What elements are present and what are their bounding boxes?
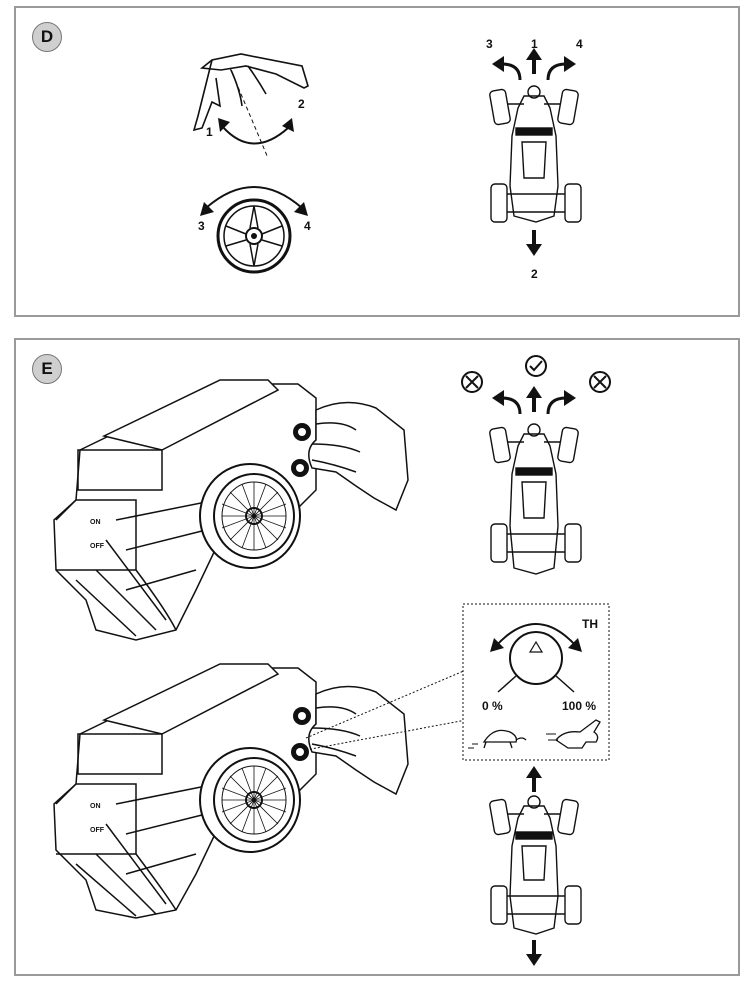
trim-knob-icon [291,423,311,477]
min-percent-label: 0 % [482,699,503,713]
switch-on-label: ON [90,803,101,810]
car-direction-arrows [492,48,576,256]
car-direction-arrows [492,386,576,415]
steering-wheel-icon [216,198,292,274]
remote-wheel-icon [199,463,301,569]
rabbit-icon [546,719,601,749]
switch-off-label: OFF [90,543,105,550]
panel-d: D 1 2 3 4 [14,6,740,317]
forward-arrowhead-icon [526,766,542,778]
car-label-3: 3 [486,37,493,51]
car-top-view-icon [489,423,582,575]
spoiler-icon [192,53,309,132]
hand-icon [308,401,409,512]
spoiler-label-2: 2 [298,97,305,111]
car-top-view-icon [489,795,582,935]
panel-badge: D [32,22,62,52]
panel-d-illustration: 1 2 3 4 [192,37,583,281]
car-label-4: 4 [576,37,583,51]
back-arrowhead-icon [526,954,542,966]
remote-control-icon [53,663,317,919]
max-percent-label: 100 % [562,699,596,713]
wheel-label-3: 3 [198,219,205,233]
wheel-label-4: 4 [304,219,311,233]
panel-e: E ON OFF [14,338,740,976]
car-label-2: 2 [531,267,538,281]
panel-badge: E [32,354,62,384]
remote-control-icon [53,379,317,641]
car-top-view-icon [489,85,582,223]
switch-off-label: OFF [90,827,105,834]
back-arrow-icon [532,940,536,956]
switch-on-label: ON [90,519,101,526]
check-circle-icon [525,355,547,377]
th-label: TH [582,617,598,631]
panel-e-illustration: ON OFF ON OFF [53,355,611,966]
cross-circle-icon [461,371,483,393]
trim-knob-icon [291,707,311,761]
turtle-icon [468,729,527,749]
forward-arrow-icon [532,776,536,792]
cross-circle-icon [589,371,611,393]
spoiler-label-1: 1 [206,125,213,139]
remote-wheel-icon [199,747,301,853]
throttle-trim-dial: TH 0 % 100 % [462,603,610,761]
car-label-1: 1 [531,37,538,51]
